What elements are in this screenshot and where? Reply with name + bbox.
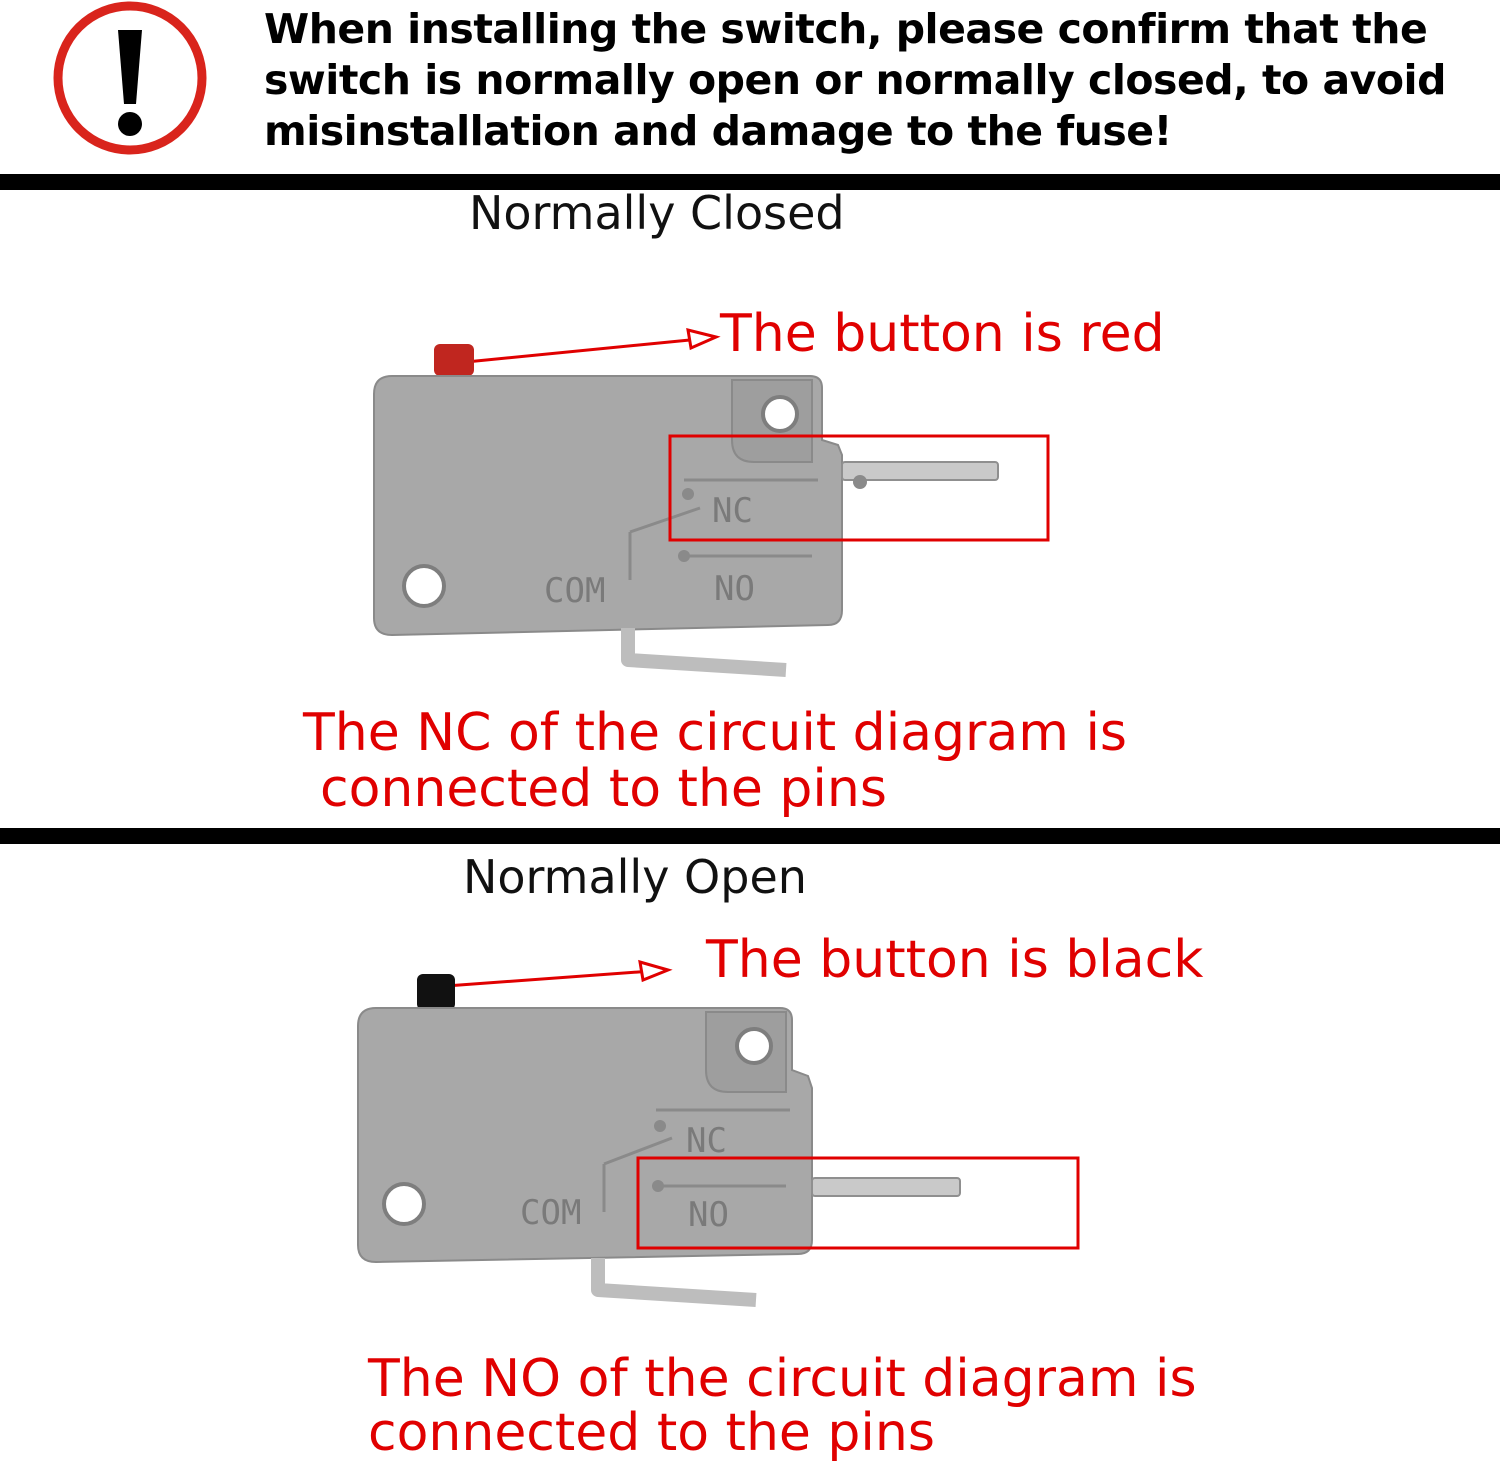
label-nc: NC [686, 1121, 727, 1161]
label-com: COM [520, 1193, 581, 1233]
highlight-no-box [636, 1156, 1080, 1250]
switch-body-no [357, 1007, 813, 1264]
switch-body-nc [373, 375, 843, 637]
note-nc-line2: connected to the pins [320, 759, 887, 819]
red-button [434, 344, 474, 376]
exclamation-icon [53, 1, 207, 155]
label-no: NO [688, 1195, 729, 1235]
mount-hole-top [735, 1027, 773, 1065]
heading-normally-closed: Normally Closed [469, 186, 845, 240]
mount-hole-bottom [382, 1182, 426, 1226]
label-no: NO [714, 569, 755, 609]
com-pin [621, 628, 787, 677]
callout-black-button: The button is black [706, 930, 1204, 990]
divider-top [0, 174, 1500, 190]
black-button [417, 974, 455, 1010]
com-pin [591, 1258, 757, 1307]
label-nc: NC [712, 491, 753, 531]
callout-arrow-no [445, 959, 673, 988]
callout-arrow-nc [465, 327, 721, 364]
no-pin [811, 1177, 961, 1197]
label-com: COM [544, 571, 605, 611]
mount-hole-bottom [402, 564, 446, 608]
highlight-nc-box [668, 434, 1050, 542]
heading-normally-open: Normally Open [463, 850, 807, 904]
note-no-line1: The NO of the circuit diagram is [368, 1349, 1197, 1409]
nc-pin [841, 461, 999, 481]
note-no-line2: connected to the pins [368, 1403, 935, 1463]
callout-red-button: The button is red [720, 304, 1165, 364]
mount-hole-top [761, 395, 799, 433]
warning-text: When installing the switch, please confi… [264, 5, 1446, 155]
note-nc-line1: The NC of the circuit diagram is [303, 703, 1127, 763]
divider-middle [0, 828, 1500, 844]
